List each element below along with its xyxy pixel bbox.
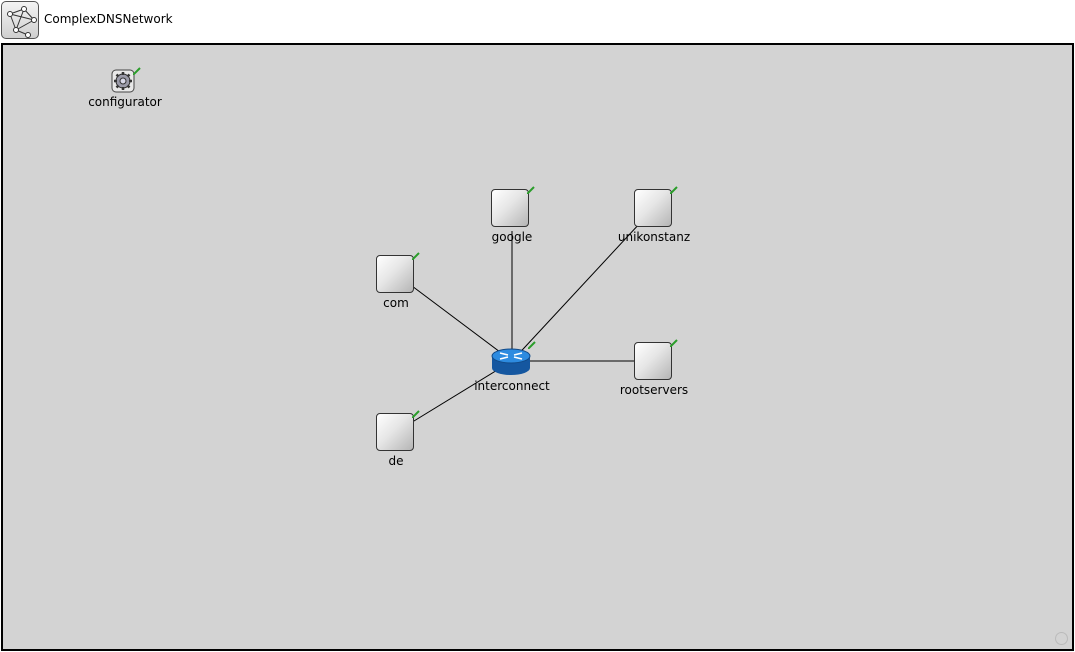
node-label-configurator: configurator — [88, 95, 162, 109]
router-icon — [491, 348, 531, 375]
pin-icon — [528, 341, 536, 349]
zoom-corner-icon[interactable] — [1055, 632, 1068, 645]
link-layer — [395, 207, 655, 433]
host-box-icon — [376, 255, 414, 293]
node-label-com: com — [383, 296, 409, 310]
node-label-rootservers: rootservers — [619, 383, 689, 397]
title-bar: ComplexDNSNetwork — [0, 0, 1075, 42]
host-box-icon — [634, 189, 672, 227]
pin-icon — [412, 252, 420, 260]
host-box-icon — [376, 413, 414, 451]
pin-icon — [670, 186, 678, 194]
link-interconnect-de — [395, 360, 513, 433]
network-title: ComplexDNSNetwork — [44, 12, 173, 26]
network-icon — [1, 1, 39, 39]
pin-icon — [527, 186, 535, 194]
gear-icon — [111, 69, 135, 93]
node-label-unikonstanz: unikonstanz — [617, 230, 691, 244]
host-box-icon — [634, 342, 672, 380]
link-interconnect-unikonstanz — [511, 207, 655, 362]
pin-icon — [670, 339, 678, 347]
node-label-de: de — [388, 454, 404, 468]
host-box-icon — [491, 189, 529, 227]
pin-icon — [412, 410, 420, 418]
node-label-interconnect: interconnect — [474, 379, 550, 393]
pin-icon — [133, 67, 141, 75]
link-interconnect-com — [395, 273, 513, 362]
network-canvas[interactable]: configurator google unikonstanz com — [1, 43, 1074, 651]
node-label-google: google — [491, 230, 533, 244]
